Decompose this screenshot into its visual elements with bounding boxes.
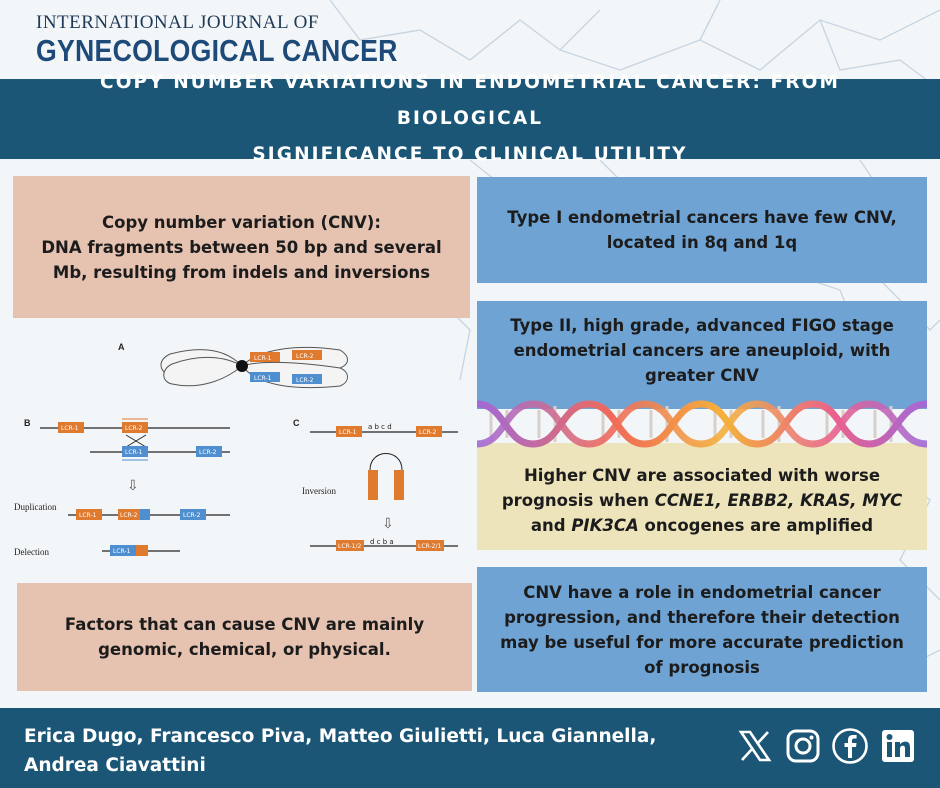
lcr-box [250,352,280,362]
prognosis-genes: CCNE1, ERBB2, KRAS, MYC [654,491,903,510]
lcr-label: LCR-1 [125,449,143,456]
lcr-label: LCR-1 [79,512,97,519]
type1-box: Type I endometrial cancers have few CNV,… [477,177,927,283]
lcr-label: LCR-1 [339,429,357,436]
journal-name-line2: GYNECOLOGICAL CANCER [36,33,398,68]
cnv-mechanism-diagram: A LCR-1 LCR-2 LCR-1 LCR-2 B LCR-1 LCR-2 … [14,342,458,557]
title-banner: COPY NUMBER VARIATIONS IN ENDOMETRIAL CA… [0,72,940,165]
lcr-label: LCR-1/2 [338,543,361,550]
role-line1: CNV have a role in endometrial cancer [523,582,881,602]
arrow-down-icon: ⇩ [382,516,394,532]
title-line2: SIGNIFICANCE TO CLINICAL UTILITY [252,144,688,165]
type1-line1: Type I endometrial cancers have few CNV, [507,208,897,227]
type2-line1: Type II, high grade, advanced FIGO stage [510,316,894,335]
cnv-definition-line2: DNA fragments between 50 bp and several [41,237,442,257]
type2-box: Type II, high grade, advanced FIGO stage… [477,301,927,409]
x-icon[interactable] [736,727,774,765]
lcr-label: LCR-2 [419,429,437,436]
authors: Erica Dugo, Francesco Piva, Matteo Giuli… [24,722,724,780]
lcr-box [292,350,322,360]
sequence-reversed: d c b a [370,538,394,546]
cnv-definition-line3: Mb, resulting from indels and inversions [52,262,431,282]
type2-line2: endometrial cancers are aneuploid, with [513,341,891,360]
factors-box: Factors that can cause CNV are mainly ge… [17,583,472,691]
lcr-label: LCR-1 [61,425,79,432]
duplication-label: Duplication [14,502,57,512]
lcr-box [250,372,280,382]
authors-line2: Andrea Ciavattini [24,755,206,776]
panel-b-label: B [24,418,31,428]
prognosis-line2: prognosis when CCNE1, ERBB2, KRAS, MYC [502,488,902,513]
lcr-box [292,374,322,384]
dna-helix-illustration [477,400,927,448]
prognosis-line3: and PIK3CA oncogenes are amplified [502,513,902,538]
prognosis-box: Higher CNV are associated with worse pro… [477,443,927,550]
lcr-label: LCR-2 [199,449,217,456]
cnv-definition-line1: Copy number variation (CNV): [102,212,381,232]
type1-line2: located in 8q and 1q [606,233,798,252]
lcr-label: LCR-1 [254,355,272,362]
factors-line1: Factors that can cause CNV are mainly [64,615,425,634]
arrow-down-icon: ⇩ [127,478,139,494]
lcr-label: LCR-1 [113,548,131,555]
prognosis-line3-suffix: oncogenes are amplified [638,516,874,535]
facebook-icon[interactable] [831,727,869,765]
sequence-forward: a b c d [368,423,392,431]
type2-line3: greater CNV [645,366,759,385]
lcr-label: LCR-2 [296,353,314,360]
delection-label: Delection [14,547,49,557]
lcr-label: LCR-2 [183,512,201,519]
prognosis-line2-prefix: prognosis when [501,491,655,510]
title-line1: COPY NUMBER VARIATIONS IN ENDOMETRIAL CA… [100,72,840,129]
role-line4: of prognosis [644,657,760,677]
instagram-icon[interactable] [784,727,822,765]
footer-band: Erica Dugo, Francesco Piva, Matteo Giuli… [0,708,940,788]
role-line3: may be useful for more accurate predicti… [500,632,904,652]
role-line2: progression, and therefore their detecti… [504,607,900,627]
panel-c-label: C [293,418,300,428]
authors-line1: Erica Dugo, Francesco Piva, Matteo Giuli… [24,726,657,747]
panel-a-label: A [118,342,125,352]
cnv-definition-box: Copy number variation (CNV): DNA fragmen… [13,176,470,318]
lcr-label: LCR-2 [120,512,138,519]
centromere [236,360,248,372]
prognosis-line1: Higher CNV are associated with worse [523,466,881,485]
factors-line2: genomic, chemical, or physical. [98,640,391,659]
prognosis-gene-pik3ca: PIK3CA [571,516,639,535]
lcr-label: LCR-2 [296,377,314,384]
lcr-label: LCR-1 [254,375,272,382]
linkedin-icon[interactable] [879,727,917,765]
lcr-label: LCR-2/1 [418,543,441,550]
journal-name-line1: INTERNATIONAL JOURNAL OF [36,12,319,33]
inversion-label: Inversion [302,486,336,496]
lcr-label: LCR-2 [125,425,143,432]
journal-header: INTERNATIONAL JOURNAL OF GYNECOLOGICAL C… [36,12,457,68]
prognosis-line3-and: and [530,516,572,535]
poster-title: COPY NUMBER VARIATIONS IN ENDOMETRIAL CA… [40,65,900,173]
role-box: CNV have a role in endometrial cancer pr… [477,567,927,692]
